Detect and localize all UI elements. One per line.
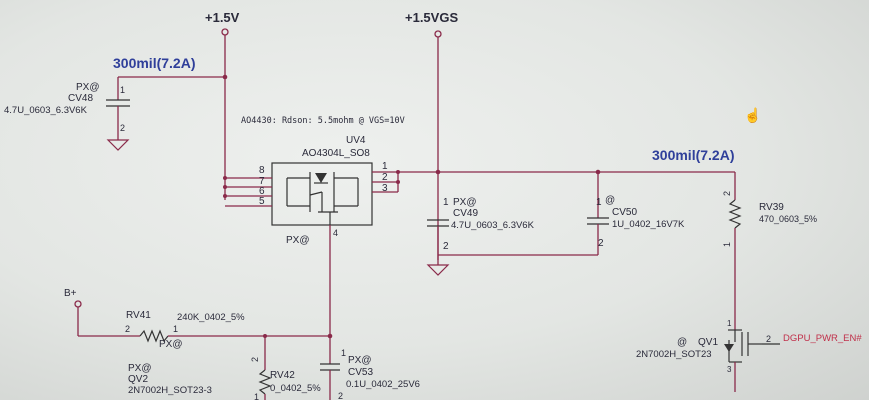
cv49-pin1: 1 [443,197,449,208]
cv49-ref: CV49 [453,208,478,219]
cv48-pin1: 1 [120,85,125,95]
capacitor-cv49: 1 PX@ CV49 4.7U_0603_6.3V6K 2 [426,197,535,276]
rail-1v5: +1.5V [205,10,240,200]
qv1-px: @ [677,337,687,348]
rv42-pin1: 1 [254,392,259,400]
rail-1v5vgs: +1.5VGS [405,10,458,260]
cv49-value: 4.7U_0603_6.3V6K [451,220,535,231]
uv4-pin3: 3 [382,183,388,194]
rv39-pin1: 1 [722,242,732,247]
mosfet-note: AO4430: Rdson: 5.5mohm @ VGS=10V [241,116,405,126]
uv4-pin5: 5 [259,196,265,207]
capacitor-cv50: 1 @ CV50 1U_0402_16V7K 2 [438,172,685,256]
cv50-value: 1U_0402_16V7K [612,219,685,230]
qv2-part: 2N7002H_SOT23-3 [128,385,212,396]
capacitor-cv48: PX@ CV48 4.7U_0603_6.3V6K 1 2 [4,77,130,151]
junction-dot [222,74,228,80]
cv48-ref: CV48 [68,93,93,104]
rv41-pin1: 1 [173,324,178,334]
rv39-value: 470_0603_5% [759,214,817,224]
transistor-qv1: @ QV1 2N7002H_SOT23 2 1 3 [636,319,780,392]
cv50-pin2: 2 [598,238,604,249]
qv2-ref: QV2 [128,374,148,385]
cv48-value: 4.7U_0603_6.3V6K [4,105,88,116]
qv1-pin2: 2 [766,334,771,344]
mosfet-uv4: UV4 AO4304L_SO8 8 7 6 5 1 2 3 [223,135,400,345]
rv41-value: 240K_0402_5% [177,312,245,323]
resistor-rv41: RV41 240K_0402_5% PX@ 2 1 [125,310,333,350]
rv39-ref: RV39 [759,202,784,213]
rv41-px: PX@ [159,339,183,350]
rv42-ref: RV42 [270,370,295,381]
rv41-pin2: 2 [125,324,130,334]
qv2-px: PX@ [128,363,152,374]
transistor-qv2: PX@ QV2 2N7002H_SOT23-3 [128,363,212,396]
qv1-ref: QV1 [698,337,718,348]
resistor-rv42: 2 RV42 0_0402_5% 1 [250,334,321,400]
uv4-pin8: 8 [259,165,265,176]
cv49-px: PX@ [453,197,477,208]
uv4-pin6: 6 [259,186,265,197]
cv53-ref: CV53 [348,367,373,378]
cv50-px: @ [605,195,615,206]
rail-b-plus: B+ [64,288,140,337]
b-plus-label: B+ [64,288,77,299]
cv50-pin1: 1 [596,197,602,208]
cv48-pin2: 2 [120,123,125,133]
net-dgpu-pwr-en: DGPU_PWR_EN# [783,333,862,344]
uv4-pin2: 2 [382,172,388,183]
cv49-pin2: 2 [443,241,449,252]
cv48-px: PX@ [76,82,100,93]
current-label-left: 300mil(7.2A) [113,55,195,71]
cv53-pin2: 2 [338,391,343,400]
uv4-part: AO4304L_SO8 [302,148,370,159]
rv41-ref: RV41 [126,310,151,321]
cv53-pin1: 1 [341,348,346,358]
uv4-pin7: 7 [259,176,265,187]
uv4-pin4: 4 [333,228,338,238]
rail-1v5vgs-label: +1.5VGS [405,10,458,25]
qv1-pin1: 1 [727,319,732,328]
cv53-px: PX@ [348,355,372,366]
uv4-ref: UV4 [346,135,366,146]
current-label-right: 300mil(7.2A) [652,147,734,163]
uv4-px: PX@ [286,235,310,246]
capacitor-cv53: 1 PX@ CV53 0.1U_0402_25V6 2 [320,345,420,400]
hand-cursor-icon: ☝ [744,106,761,124]
rv39-pin2: 2 [722,191,732,196]
rail-1v5-label: +1.5V [205,10,240,25]
qv1-part: 2N7002H_SOT23 [636,349,712,360]
cv53-value: 0.1U_0402_25V6 [346,379,420,390]
resistor-rv39: 2 1 RV39 470_0603_5% [722,172,817,330]
cv50-ref: CV50 [612,207,637,218]
uv4-pin1: 1 [382,161,388,172]
rv42-pin2: 2 [250,357,260,362]
rv42-value: 0_0402_5% [270,383,321,394]
qv1-pin3: 3 [727,365,732,374]
